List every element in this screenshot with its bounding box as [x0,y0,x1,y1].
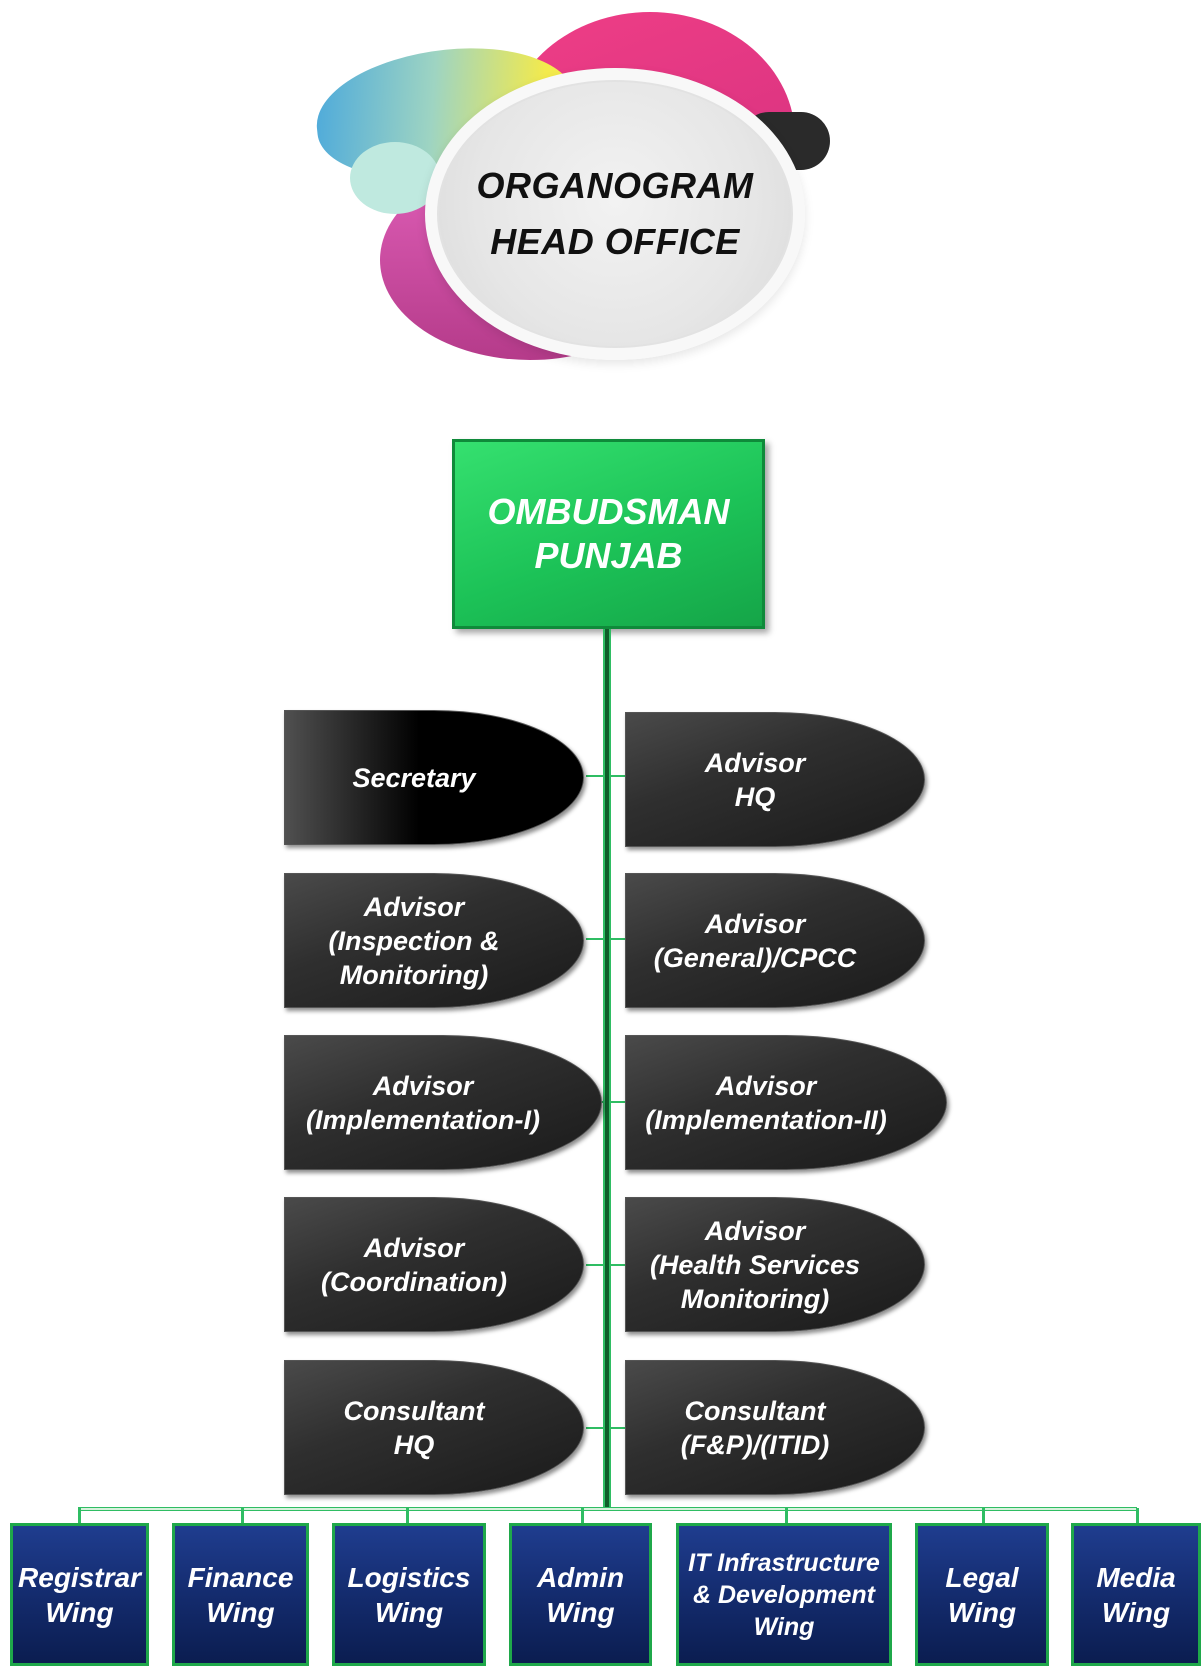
title-line-1: ORGANOGRAM [476,165,754,206]
role-label: (F&P)/(ITID) [680,1429,830,1460]
role-label: Consultant [684,1395,826,1426]
connector-drop [581,1508,584,1526]
connector-bus [78,1507,1137,1511]
role-label: Advisor [363,1232,465,1263]
connector-tick [611,938,625,940]
role-label: (Coordination) [321,1266,507,1297]
role-label: HQ [393,1429,435,1460]
wing-box-it-infrastructure-development: IT Infrastructure & Development Wing [676,1523,892,1666]
connector-tick [586,775,603,777]
role-label: Advisor [704,908,806,939]
role-label: Monitoring) [339,959,489,990]
role-box-consultant-hq: Consultant HQ [284,1360,584,1495]
title-line-2: HEAD OFFICE [490,221,740,262]
wing-label: Wing [374,1596,444,1628]
wing-box-media: Media Wing [1071,1523,1201,1666]
role-box-advisor-inspection-monitoring: Advisor (Inspection & Monitoring) [284,873,584,1008]
wing-label: Wing [947,1596,1017,1628]
role-label: Advisor [704,1215,806,1246]
ombudsman-box: OMBUDSMAN PUNJAB [452,439,765,629]
wing-label: Wing [753,1612,815,1641]
connector-tick [611,1264,625,1266]
role-box-secretary: Secretary [284,710,584,845]
connector-drop [78,1508,81,1526]
role-box-advisor-coordination: Advisor (Coordination) [284,1197,584,1332]
wing-label: Registrar [18,1561,141,1593]
wing-label: Logistics [347,1561,471,1593]
connector-tick [586,1264,603,1266]
role-label: Advisor [372,1070,474,1101]
role-label: (Implementation-II) [645,1104,887,1135]
role-label: (Implementation-I) [306,1104,540,1135]
wing-label: Media [1096,1561,1176,1593]
wing-box-finance: Finance Wing [172,1523,309,1666]
ombudsman-line-1: OMBUDSMAN [487,491,730,532]
role-label: HQ [734,781,776,812]
connector-tick [611,1101,625,1103]
wing-label: Legal [945,1561,1019,1593]
wing-box-registrar: Registrar Wing [10,1523,149,1666]
role-label: Consultant [343,1395,485,1426]
connector-drop [982,1508,985,1526]
wing-label: Wing [206,1596,275,1628]
wing-label: & Development [693,1580,875,1609]
wing-label: Wing [546,1596,615,1628]
role-label: Advisor [715,1070,817,1101]
role-box-advisor-implementation-1: Advisor (Implementation-I) [284,1035,602,1170]
wing-label: Wing [1101,1596,1171,1628]
wing-box-admin: Admin Wing [509,1523,652,1666]
title-disc: ORGANOGRAM HEAD OFFICE [425,68,805,360]
connector-drop [785,1508,788,1526]
ombudsman-line-2: PUNJAB [534,535,683,576]
connector-tick [611,775,625,777]
role-label: Monitoring) [680,1283,830,1314]
wing-label: Admin [536,1561,625,1593]
connector-drop [406,1508,409,1526]
role-box-advisor-implementation-2: Advisor (Implementation-II) [625,1035,947,1170]
connector-spine [603,629,611,1509]
role-label: (Health Services [649,1249,861,1280]
role-box-consultant-fp-itid: Consultant (F&P)/(ITID) [625,1360,925,1495]
connector-tick [586,1427,603,1429]
role-box-advisor-hq: Advisor HQ [625,712,925,847]
wing-box-legal: Legal Wing [915,1523,1049,1666]
connector-drop [1136,1508,1139,1526]
role-box-advisor-health-services-monitoring: Advisor (Health Services Monitoring) [625,1197,925,1332]
role-label: (Inspection & [328,925,500,956]
role-label: Advisor [704,747,806,778]
wing-label: IT Infrastructure [688,1548,880,1577]
wing-box-logistics: Logistics Wing [332,1523,486,1666]
wing-label: Finance [187,1561,294,1593]
connector-tick [611,1427,625,1429]
connector-drop [241,1508,244,1526]
role-label: (General)/CPCC [653,942,857,973]
role-label: Advisor [363,891,465,922]
wing-label: Wing [45,1596,114,1628]
role-label: Secretary [352,762,476,793]
connector-tick [586,938,603,940]
role-box-advisor-general-cpcc: Advisor (General)/CPCC [625,873,925,1008]
